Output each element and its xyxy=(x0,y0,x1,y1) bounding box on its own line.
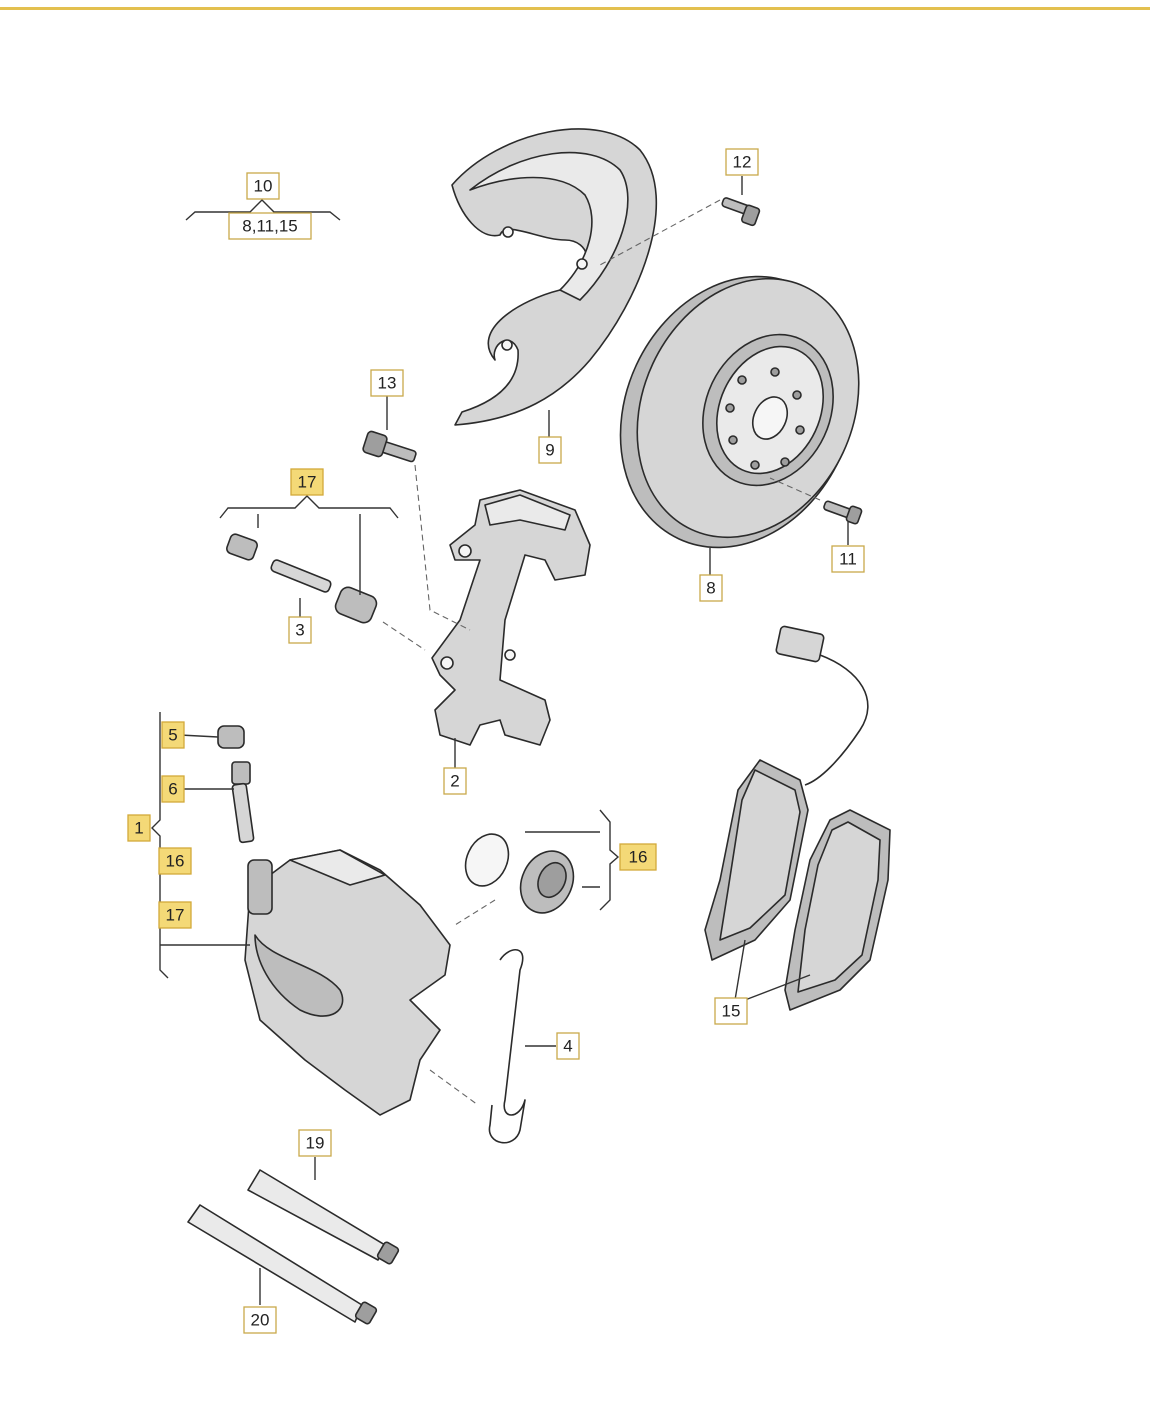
callout-2[interactable]: 2 xyxy=(443,767,467,795)
callout-15[interactable]: 15 xyxy=(714,997,748,1025)
callout-4[interactable]: 4 xyxy=(556,1032,580,1060)
guide-pin-set xyxy=(226,533,378,624)
svg-text:5: 5 xyxy=(168,726,177,745)
callout-13[interactable]: 13 xyxy=(370,369,404,397)
callout-12[interactable]: 12 xyxy=(725,148,759,176)
svg-text:17: 17 xyxy=(298,473,317,492)
svg-text:12: 12 xyxy=(733,153,752,172)
bleeder-valve xyxy=(231,761,255,844)
bleeder-cap xyxy=(217,725,245,749)
callout-9[interactable]: 9 xyxy=(538,436,562,464)
disc-screw xyxy=(823,500,863,525)
callout-19[interactable]: 19 xyxy=(298,1129,332,1157)
svg-text:16: 16 xyxy=(629,848,648,867)
svg-text:9: 9 xyxy=(545,441,554,460)
callout-17-left[interactable]: 17 xyxy=(158,901,192,929)
callout-16-right[interactable]: 16 xyxy=(619,843,657,871)
callout-16-left[interactable]: 16 xyxy=(158,847,192,875)
svg-text:8,11,15: 8,11,15 xyxy=(242,217,297,236)
svg-text:8: 8 xyxy=(706,579,715,598)
brake-disc xyxy=(619,275,860,549)
callout-8[interactable]: 8 xyxy=(699,574,723,602)
svg-text:1: 1 xyxy=(134,819,143,838)
svg-text:13: 13 xyxy=(378,374,397,393)
brake-carrier xyxy=(431,489,591,746)
carrier-bolt xyxy=(362,430,417,463)
callout-11[interactable]: 11 xyxy=(831,545,865,573)
grease-tube-20 xyxy=(187,1204,378,1325)
svg-text:3: 3 xyxy=(295,621,304,640)
callout-17-top[interactable]: 17 xyxy=(290,468,324,496)
top-rule xyxy=(0,7,1150,10)
brake-caliper xyxy=(244,849,451,1116)
svg-text:20: 20 xyxy=(251,1311,270,1330)
brake-pad-outer xyxy=(784,809,891,1011)
svg-text:15: 15 xyxy=(722,1002,741,1021)
piston xyxy=(519,850,575,914)
callout-1[interactable]: 1 xyxy=(127,814,151,842)
svg-text:4: 4 xyxy=(563,1037,572,1056)
svg-text:17: 17 xyxy=(166,906,185,925)
spring-clip xyxy=(488,948,526,1144)
dust-shield xyxy=(451,128,657,426)
svg-text:10: 10 xyxy=(254,177,273,196)
brake-pad-inner xyxy=(704,759,809,961)
callout-10-sub: 8,11,15 xyxy=(228,212,312,240)
svg-text:6: 6 xyxy=(168,780,177,799)
svg-text:11: 11 xyxy=(839,550,857,569)
callout-10[interactable]: 10 xyxy=(246,172,280,200)
callout-3[interactable]: 3 xyxy=(288,616,312,644)
grease-tube-19 xyxy=(247,1169,400,1265)
callout-20[interactable]: 20 xyxy=(243,1306,277,1334)
shield-bolt xyxy=(721,197,761,227)
svg-text:19: 19 xyxy=(306,1134,325,1153)
callout-5[interactable]: 5 xyxy=(161,721,185,749)
svg-text:16: 16 xyxy=(166,852,185,871)
leader-lines xyxy=(151,176,849,1305)
piston-seal xyxy=(464,833,510,887)
callout-6[interactable]: 6 xyxy=(161,775,185,803)
wear-sensor xyxy=(775,625,869,786)
svg-text:2: 2 xyxy=(450,772,459,791)
